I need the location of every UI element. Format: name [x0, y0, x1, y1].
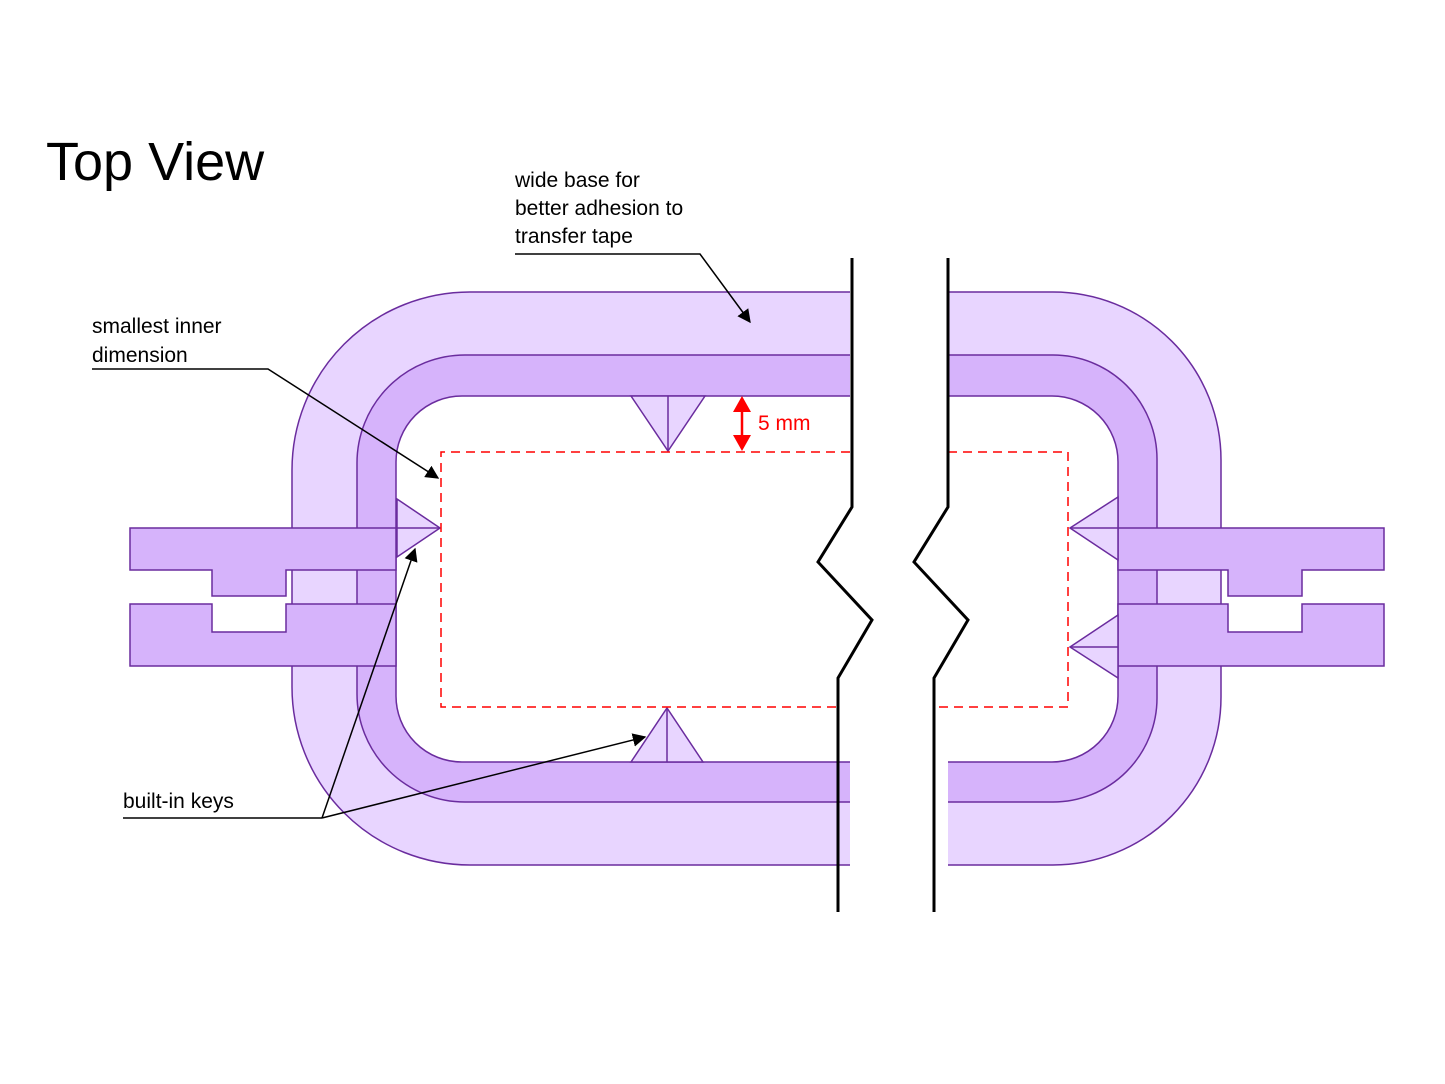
key-bottom: [629, 706, 705, 763]
inner-cavity-left: [395, 395, 850, 763]
inner-cavity-right: [948, 395, 1119, 763]
dimension-arrow-5mm: [733, 396, 751, 451]
smallest-inner-line-2: dimension: [92, 344, 188, 367]
wide-base-line-2: better adhesion to: [515, 197, 683, 220]
left-half: [129, 291, 850, 866]
right-upper-tab: [1117, 527, 1385, 597]
annotation-wide-base: wide base for better adhesion to transfe…: [514, 169, 751, 324]
annotation-built-in-keys: built-in keys: [123, 547, 647, 819]
key-right-upper: [1068, 495, 1119, 562]
break-line-right: [912, 258, 970, 912]
right-half: [948, 291, 1385, 866]
key-right-lower: [1068, 613, 1119, 680]
break-line-left: [816, 258, 874, 912]
dimension-label: 5 mm: [758, 412, 811, 435]
diagram-title: Top View: [46, 132, 265, 192]
left-lower-tab: [129, 603, 397, 667]
key-left-side: [396, 497, 442, 559]
built-in-keys-label: built-in keys: [123, 790, 234, 813]
wide-base-line-1: wide base for: [514, 169, 640, 192]
annotation-smallest-inner: smallest inner dimension: [92, 315, 440, 479]
wide-base-line-3: transfer tape: [515, 225, 633, 248]
inner-dimension-rectangle: [440, 451, 1069, 708]
smallest-inner-line-1: smallest inner: [92, 315, 222, 338]
key-top: [629, 395, 707, 453]
left-upper-tab: [129, 527, 397, 597]
right-lower-tab: [1117, 603, 1385, 667]
